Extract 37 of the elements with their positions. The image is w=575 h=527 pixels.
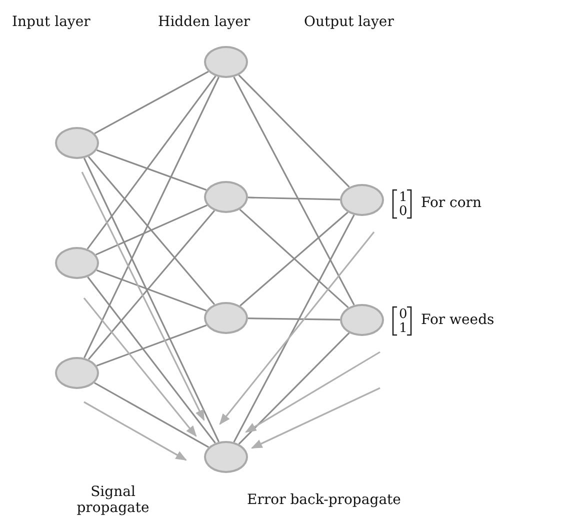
vector-entry: 0 [399, 308, 408, 321]
connection-line [88, 210, 216, 360]
connection-line [233, 214, 355, 442]
layer-heading: Input layer [12, 14, 90, 30]
connection-line [88, 156, 216, 305]
connection-line [233, 76, 355, 306]
class-label: For corn [421, 195, 482, 211]
connection-line [96, 324, 207, 366]
direction-caption: Error back-propagate [246, 492, 402, 508]
connection-line [86, 76, 216, 250]
layer-heading: Output layer [304, 14, 394, 30]
neuron-circle [340, 184, 384, 216]
connection-line [87, 276, 216, 444]
neuron-circle [204, 302, 248, 334]
connection-line [84, 76, 220, 358]
connection-line [96, 270, 207, 312]
connection-line [95, 204, 208, 256]
connection-line [248, 196, 340, 200]
connection-line [96, 149, 207, 191]
direction-caption: Signal propagate [76, 484, 150, 516]
connection-line [238, 74, 350, 188]
vector-entry: 1 [399, 322, 408, 335]
vector-entry: 1 [399, 191, 408, 204]
neuron-circle [204, 441, 248, 473]
connection-line [238, 332, 350, 445]
connection-line [83, 158, 220, 442]
neuron-circle [55, 357, 99, 389]
connection-line [94, 70, 209, 134]
class-label: For weeds [421, 312, 494, 328]
neuron-circle [55, 127, 99, 159]
connection-line [248, 318, 340, 320]
vector-entry: 0 [399, 205, 408, 218]
neuron-circle [204, 46, 248, 78]
neuron-circle [55, 247, 99, 279]
neuron-circle [204, 181, 248, 213]
connection-line [94, 382, 209, 448]
neuron-circle [340, 304, 384, 336]
